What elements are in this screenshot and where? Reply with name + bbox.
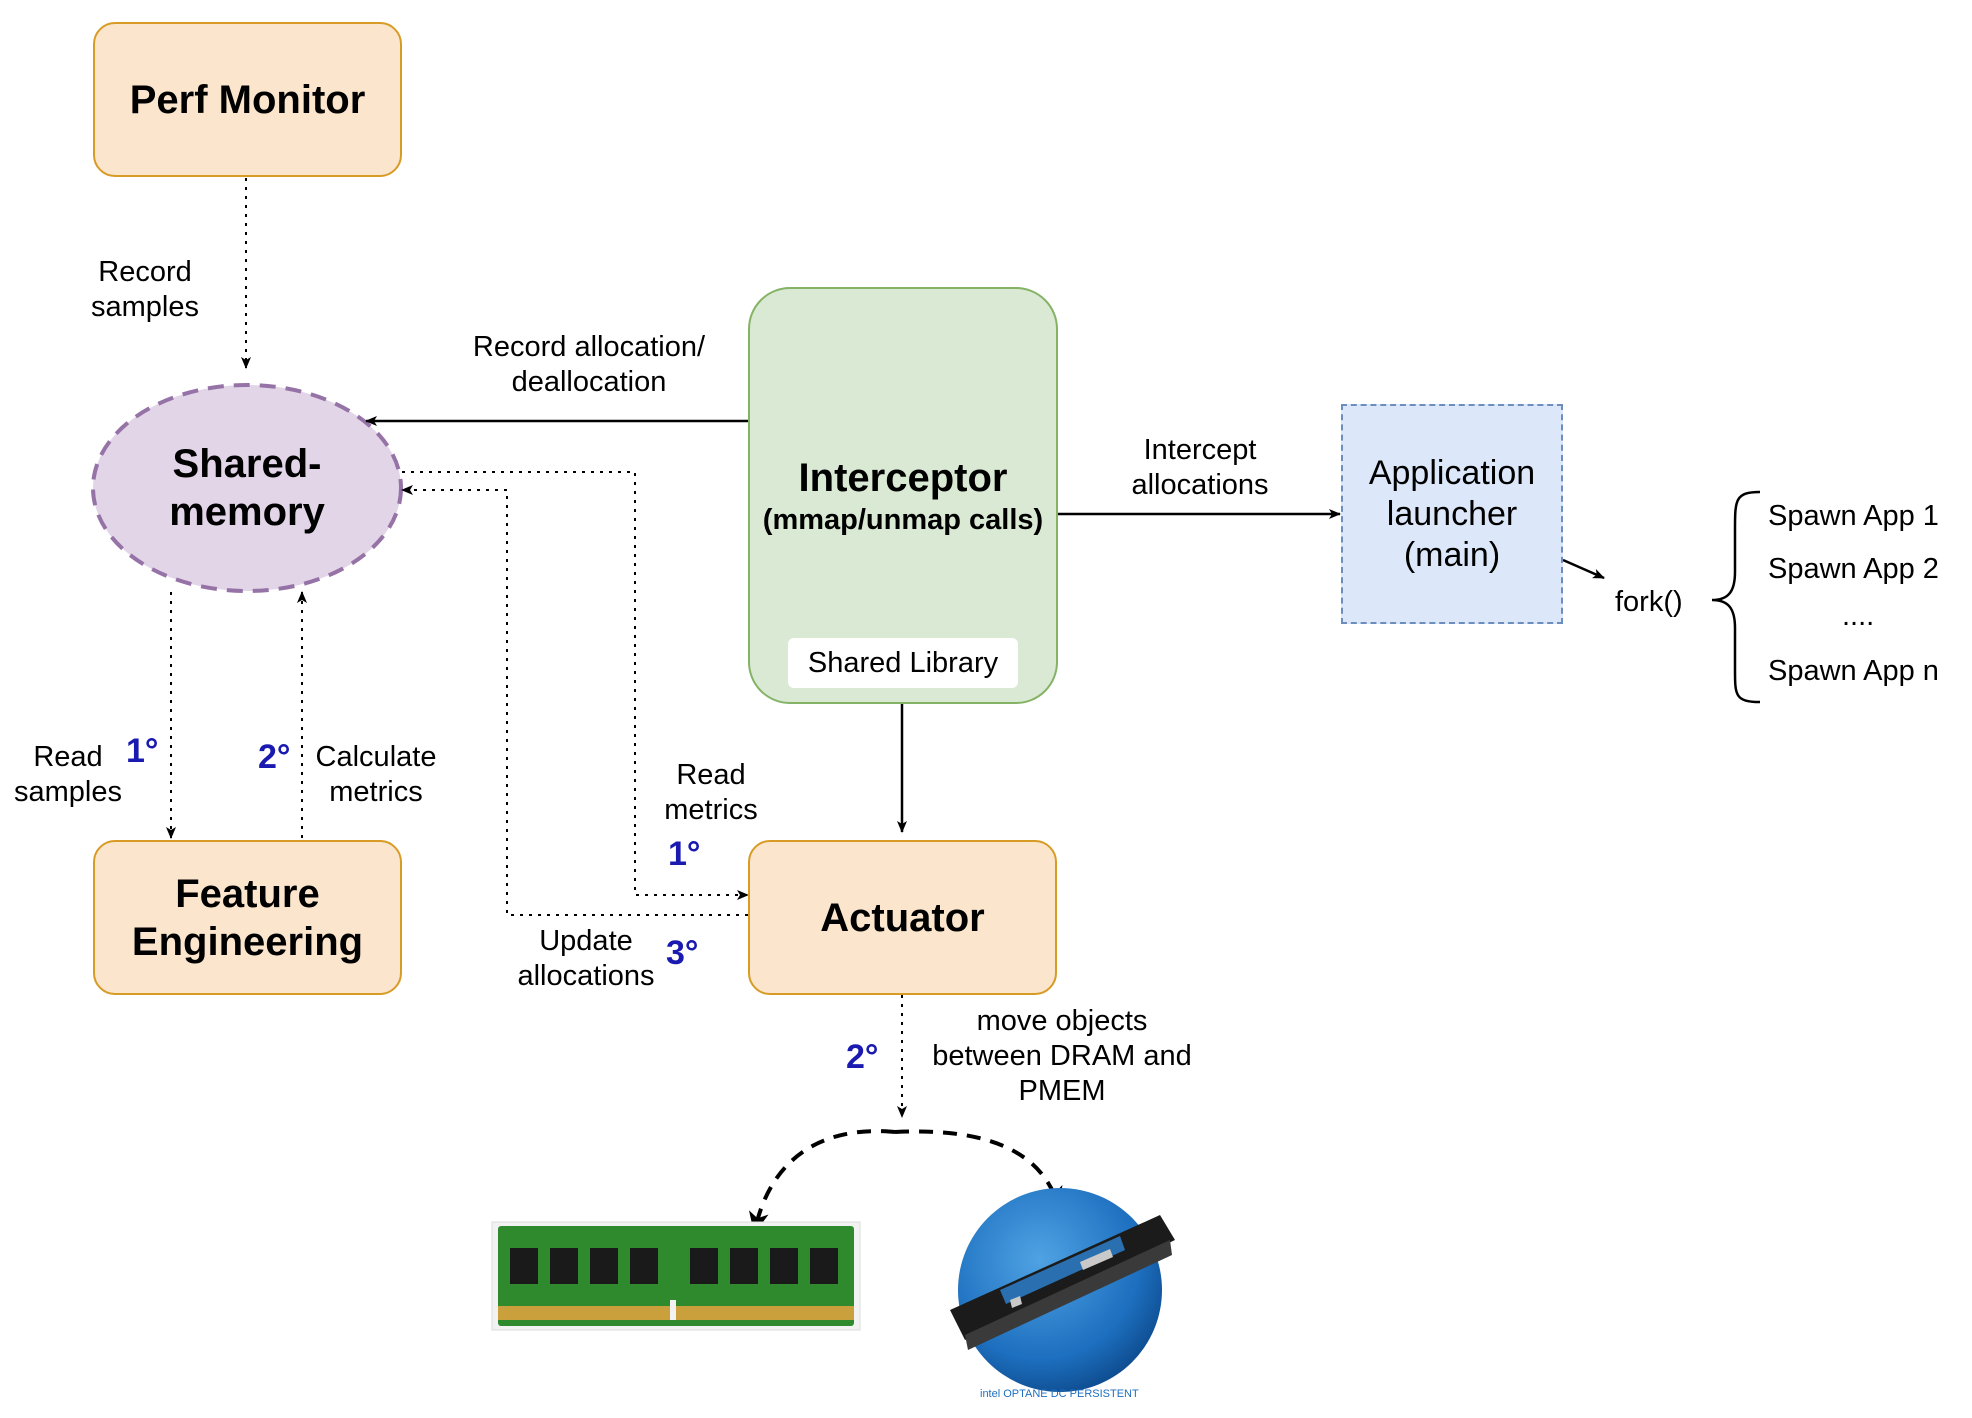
label-intercept-allocations: Intercept allocations — [1120, 433, 1280, 503]
launcher-label-line1: Application — [1368, 453, 1536, 492]
fork-label: fork() — [1615, 586, 1683, 618]
label-record-allocation-line2: deallocation — [511, 366, 667, 398]
label-intercept-allocations-line2: allocations — [1131, 469, 1269, 501]
edge-dram-pmem-left — [749, 1129, 896, 1234]
label-record-samples-line2: samples — [91, 291, 199, 323]
label-record-allocation-line1: Record allocation/ — [472, 331, 706, 363]
spawn-app-2: Spawn App 2 — [1768, 553, 1939, 585]
label-read-samples-line1: Read — [33, 741, 103, 773]
fork-brace — [1711, 490, 1761, 704]
step-update-allocations: 3° — [666, 934, 699, 972]
feature-engineering-node[interactable]: Feature Engineering — [93, 840, 402, 995]
interceptor-sublabel: (mmap/unmap calls) — [762, 504, 1044, 536]
label-read-metrics: Read metrics — [656, 758, 766, 828]
step-calculate-metrics: 2° — [258, 738, 291, 776]
shared-memory-label-line2: memory — [169, 490, 325, 534]
edge-dram-pmem-right — [894, 1129, 1063, 1209]
label-calculate-metrics-line2: metrics — [329, 776, 423, 808]
shared-library-badge: Shared Library — [788, 638, 1018, 688]
label-record-allocation: Record allocation/ deallocation — [462, 330, 716, 400]
spawn-app-ellipsis: .... — [1842, 600, 1875, 632]
shared-library-label: Shared Library — [807, 646, 999, 679]
spawn-app-1: Spawn App 1 — [1768, 500, 1939, 532]
label-read-metrics-line1: Read — [676, 759, 746, 791]
label-calculate-metrics-line1: Calculate — [315, 741, 437, 773]
perf-monitor-node[interactable]: Perf Monitor — [93, 22, 402, 177]
step-move-objects: 2° — [846, 1038, 879, 1076]
application-launcher-node[interactable]: Application launcher (main) — [1341, 404, 1563, 624]
feature-engineering-label-line1: Feature — [175, 871, 320, 916]
dram-module-image — [491, 1221, 861, 1331]
launcher-label-line2: launcher — [1386, 494, 1518, 533]
actuator-label: Actuator — [820, 895, 985, 940]
feature-engineering-label-line2: Engineering — [131, 919, 364, 964]
label-read-samples: Read samples — [8, 740, 128, 810]
label-move-objects-line3: PMEM — [1018, 1075, 1106, 1107]
edge-read-metrics — [402, 471, 749, 900]
label-read-samples-line2: samples — [14, 776, 122, 808]
shared-memory-label-box: Shared- memory — [95, 386, 399, 590]
step-read-metrics: 1° — [668, 835, 701, 873]
shared-memory-label-line1: Shared- — [172, 442, 322, 486]
label-record-samples: Record samples — [82, 255, 208, 325]
label-calculate-metrics: Calculate metrics — [308, 740, 444, 810]
label-record-samples-line1: Record — [98, 256, 192, 288]
label-intercept-allocations-line1: Intercept — [1143, 434, 1257, 466]
label-read-metrics-line2: metrics — [664, 794, 758, 826]
interceptor-node[interactable]: Interceptor (mmap/unmap calls) Shared Li… — [748, 287, 1058, 704]
label-move-objects-line1: move objects — [976, 1005, 1148, 1037]
label-update-allocations-line1: Update — [539, 925, 633, 957]
perf-monitor-label: Perf Monitor — [129, 77, 366, 122]
label-update-allocations-line2: allocations — [517, 960, 655, 992]
actuator-node[interactable]: Actuator — [748, 840, 1057, 995]
optane-pmem-image — [950, 1188, 1175, 1392]
edge-launcher-fork — [1562, 558, 1605, 580]
spawn-app-n: Spawn App n — [1768, 655, 1939, 687]
step-read-samples: 1° — [126, 732, 159, 770]
label-move-objects-line2: between DRAM and — [932, 1040, 1192, 1072]
label-update-allocations: Update allocations — [508, 924, 664, 994]
launcher-label-line3: (main) — [1403, 535, 1501, 574]
label-move-objects: move objects between DRAM and PMEM — [922, 1004, 1202, 1109]
optane-logo: intel OPTANE DC PERSISTENT MEMORY — [980, 1388, 1140, 1400]
interceptor-label: Interceptor — [798, 456, 1008, 500]
